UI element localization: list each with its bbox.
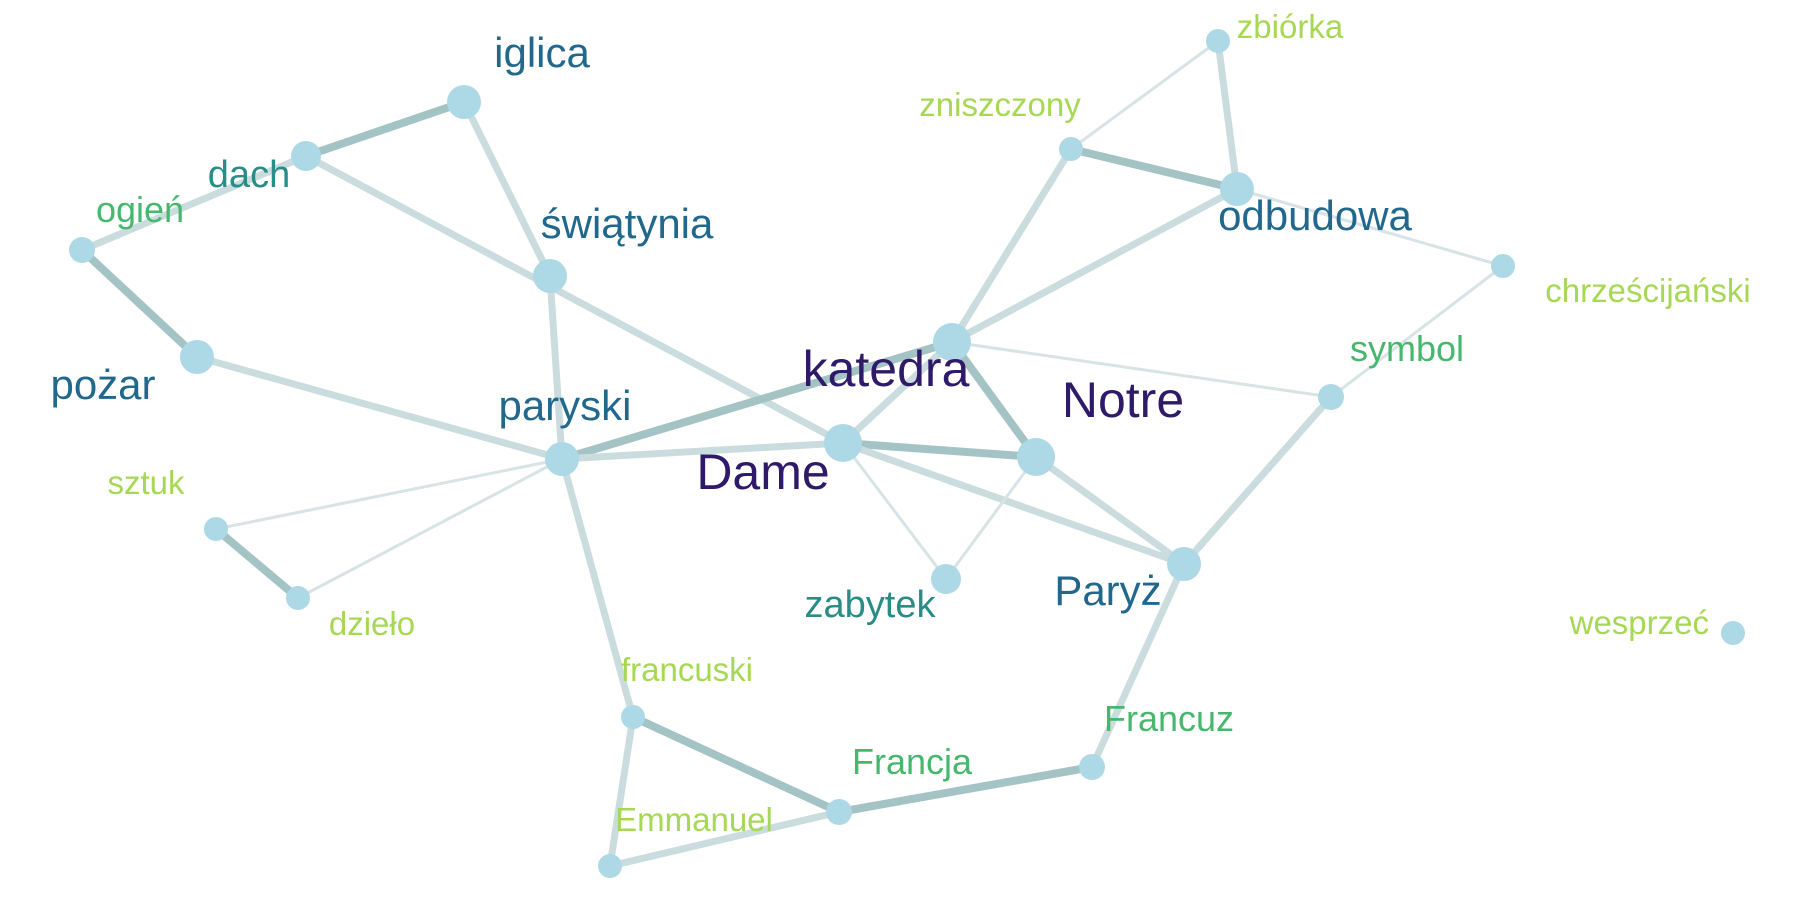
label-emmanuel: Emmanuel: [615, 801, 773, 838]
edge-odbudowa-chrzescijanski: [1235, 187, 1505, 268]
edge-katedra-zniszczony: [948, 145, 1075, 346]
node-chrzescijanski: [1491, 254, 1515, 278]
label-chrzescijanski: chrześcijański: [1545, 272, 1750, 309]
label-symbol: symbol: [1350, 328, 1464, 369]
node-paryski: [545, 442, 579, 476]
edge-paryski-katedra: [558, 338, 956, 463]
edge-notre-zabytek: [944, 455, 1038, 581]
edge-francja-francuski: [629, 713, 843, 816]
edge-zniszczony-zbiorka: [1069, 39, 1220, 151]
label-zniszczony: zniszczony: [919, 86, 1081, 123]
edge-francja-emmanuel: [606, 808, 843, 870]
edge-sztuk-dzielo: [212, 525, 302, 602]
label-dzielo: dzieło: [329, 605, 415, 642]
edge-swiatynia-paryski: [546, 272, 566, 463]
edge-dach-dame: [302, 152, 847, 447]
edge-francuz-francja: [835, 763, 1096, 816]
label-swiatynia: świątynia: [541, 200, 714, 247]
edge-notre-paryz: [1032, 453, 1188, 568]
label-katedra: katedra: [803, 341, 970, 397]
label-dame: Dame: [696, 444, 829, 500]
label-francuski: francuski: [621, 651, 753, 688]
edge-katedra-symbol: [950, 340, 1333, 399]
edge-pozar-paryski: [193, 353, 566, 463]
node-dzielo: [286, 586, 310, 610]
node-zbiorka: [1206, 29, 1230, 53]
label-iglica: iglica: [494, 29, 590, 76]
edge-paryski-francuski: [558, 455, 637, 721]
label-ogien: ogień: [96, 189, 184, 230]
node-odbudowa: [1220, 172, 1254, 206]
edge-francuski-emmanuel: [606, 713, 637, 870]
label-paryz: Paryż: [1054, 567, 1161, 614]
edge-chrzescijanski-symbol: [1329, 264, 1505, 399]
node-katedra: [933, 323, 971, 361]
node-dach: [291, 141, 321, 171]
node-pozar: [180, 340, 214, 374]
label-zbiorka: zbiórka: [1237, 8, 1344, 45]
node-francuski: [621, 705, 645, 729]
edge-zniszczony-odbudowa: [1067, 145, 1241, 193]
edge-dame-paryz: [839, 439, 1188, 568]
node-symbol: [1318, 384, 1344, 410]
node-dame: [824, 424, 862, 462]
edge-iglica-dach: [302, 98, 468, 160]
node-zniszczony: [1059, 137, 1083, 161]
node-zabytek: [931, 564, 961, 594]
label-sztuk: sztuk: [107, 464, 185, 501]
edge-dame-zabytek: [841, 441, 948, 581]
node-ogien: [69, 237, 95, 263]
label-paryski: paryski: [498, 382, 631, 429]
node-francuz: [1079, 754, 1105, 780]
node-notre: [1017, 438, 1055, 476]
label-wesprzec: wesprzeć: [1569, 604, 1709, 641]
label-francuz: Francuz: [1104, 698, 1234, 739]
edge-paryski-dame: [558, 439, 847, 463]
node-emmanuel: [598, 854, 622, 878]
edge-ogien-pozar: [78, 246, 201, 361]
edge-paryz-francuz: [1088, 560, 1188, 771]
label-dach: dach: [208, 154, 290, 196]
label-notre: Notre: [1062, 372, 1184, 428]
edge-katedra-notre: [948, 338, 1040, 461]
edge-iglica-swiatynia: [460, 98, 554, 280]
edge-paryski-sztuk: [214, 457, 564, 531]
edge-katedra-odbudowa: [948, 185, 1241, 346]
edge-dame-notre: [839, 439, 1040, 461]
label-pozar: pożar: [50, 361, 155, 408]
node-sztuk: [204, 517, 228, 541]
edge-katedra-dame: [839, 338, 956, 447]
label-odbudowa: odbudowa: [1218, 192, 1412, 239]
node-swiatynia: [533, 259, 567, 293]
edge-symbol-paryz: [1180, 393, 1335, 568]
edges-layer: [78, 37, 1505, 870]
node-francja: [826, 799, 852, 825]
edge-paryski-dzielo: [296, 457, 564, 600]
nodes-layer: [69, 29, 1745, 878]
node-iglica: [447, 85, 481, 119]
edge-zbiorka-odbudowa: [1214, 37, 1241, 193]
node-paryz: [1167, 547, 1201, 581]
edge-dach-ogien: [78, 152, 310, 254]
node-wesprzec: [1721, 621, 1745, 645]
label-zabytek: zabytek: [805, 584, 937, 626]
label-francja: Francja: [852, 741, 973, 782]
